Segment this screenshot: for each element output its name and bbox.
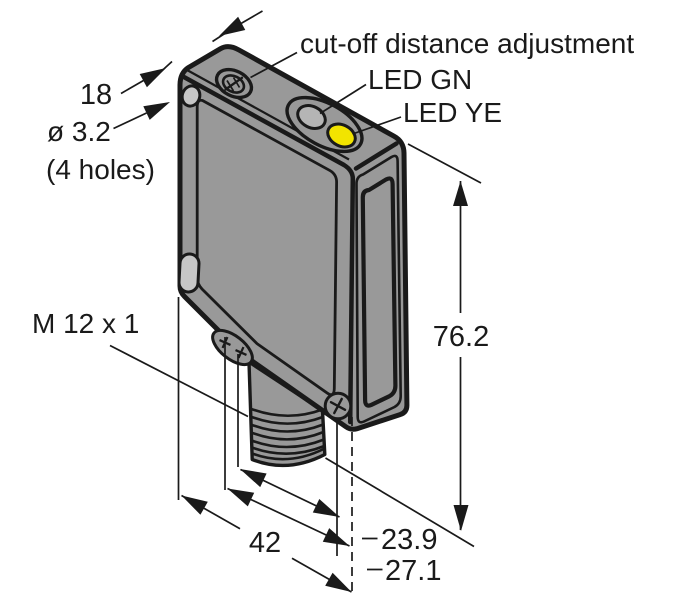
- dimension-lines: [109, 10, 482, 593]
- leader-led-green: [319, 83, 367, 115]
- extension-lines-bottom: [177, 297, 338, 556]
- dim-depth-18: [120, 10, 263, 95]
- dim-width-239: [240, 468, 378, 540]
- leader-led-yellow: [352, 116, 402, 135]
- label-dim-height: 76.2: [433, 321, 489, 353]
- dim-height-762: [325, 143, 482, 548]
- dim-width-271: [227, 487, 383, 571]
- m12-connector-body: [247, 360, 327, 468]
- m12-thread-lines: [249, 407, 325, 455]
- leader-adjustment: [250, 51, 298, 79]
- label-dim-width-front: 27.1: [385, 555, 441, 587]
- label-dim-depth: 18: [80, 79, 112, 111]
- front-top-edge: [180, 74, 356, 425]
- label-dim-width-overall: 42: [249, 527, 281, 559]
- m12-bottom-rim: [251, 447, 326, 461]
- adjustment-screw-slot: [224, 76, 244, 92]
- label-m12-thread: M 12 x 1: [32, 308, 139, 339]
- lens-bezel-outer: [355, 154, 403, 424]
- housing-screw-cross: [329, 397, 347, 415]
- m12-connector: [247, 360, 327, 468]
- adjustment-screw[interactable]: [220, 72, 247, 96]
- label-hole-diameter: ø 3.2: [47, 116, 111, 147]
- label-hole-count: (4 holes): [46, 154, 155, 185]
- annotation-labels: cut-off distance adjustment LED GN LED Y…: [32, 28, 634, 587]
- dim-hole-diameter: [113, 102, 170, 130]
- label-dim-width-back: 23.9: [381, 524, 437, 556]
- dim-width-42: [181, 494, 352, 593]
- led-green: [296, 104, 327, 130]
- label-led-green: LED GN: [368, 64, 472, 95]
- mounting-hole-bottom: [177, 252, 201, 294]
- sensor-housing: [177, 44, 410, 432]
- lens-bezel-inner: [360, 176, 398, 408]
- label-adjustment: cut-off distance adjustment: [300, 28, 634, 59]
- label-led-yellow: LED YE: [403, 97, 502, 128]
- mounting-hole-top: [180, 84, 202, 108]
- led-yellow: [326, 122, 357, 149]
- top-right-edge: [353, 141, 399, 171]
